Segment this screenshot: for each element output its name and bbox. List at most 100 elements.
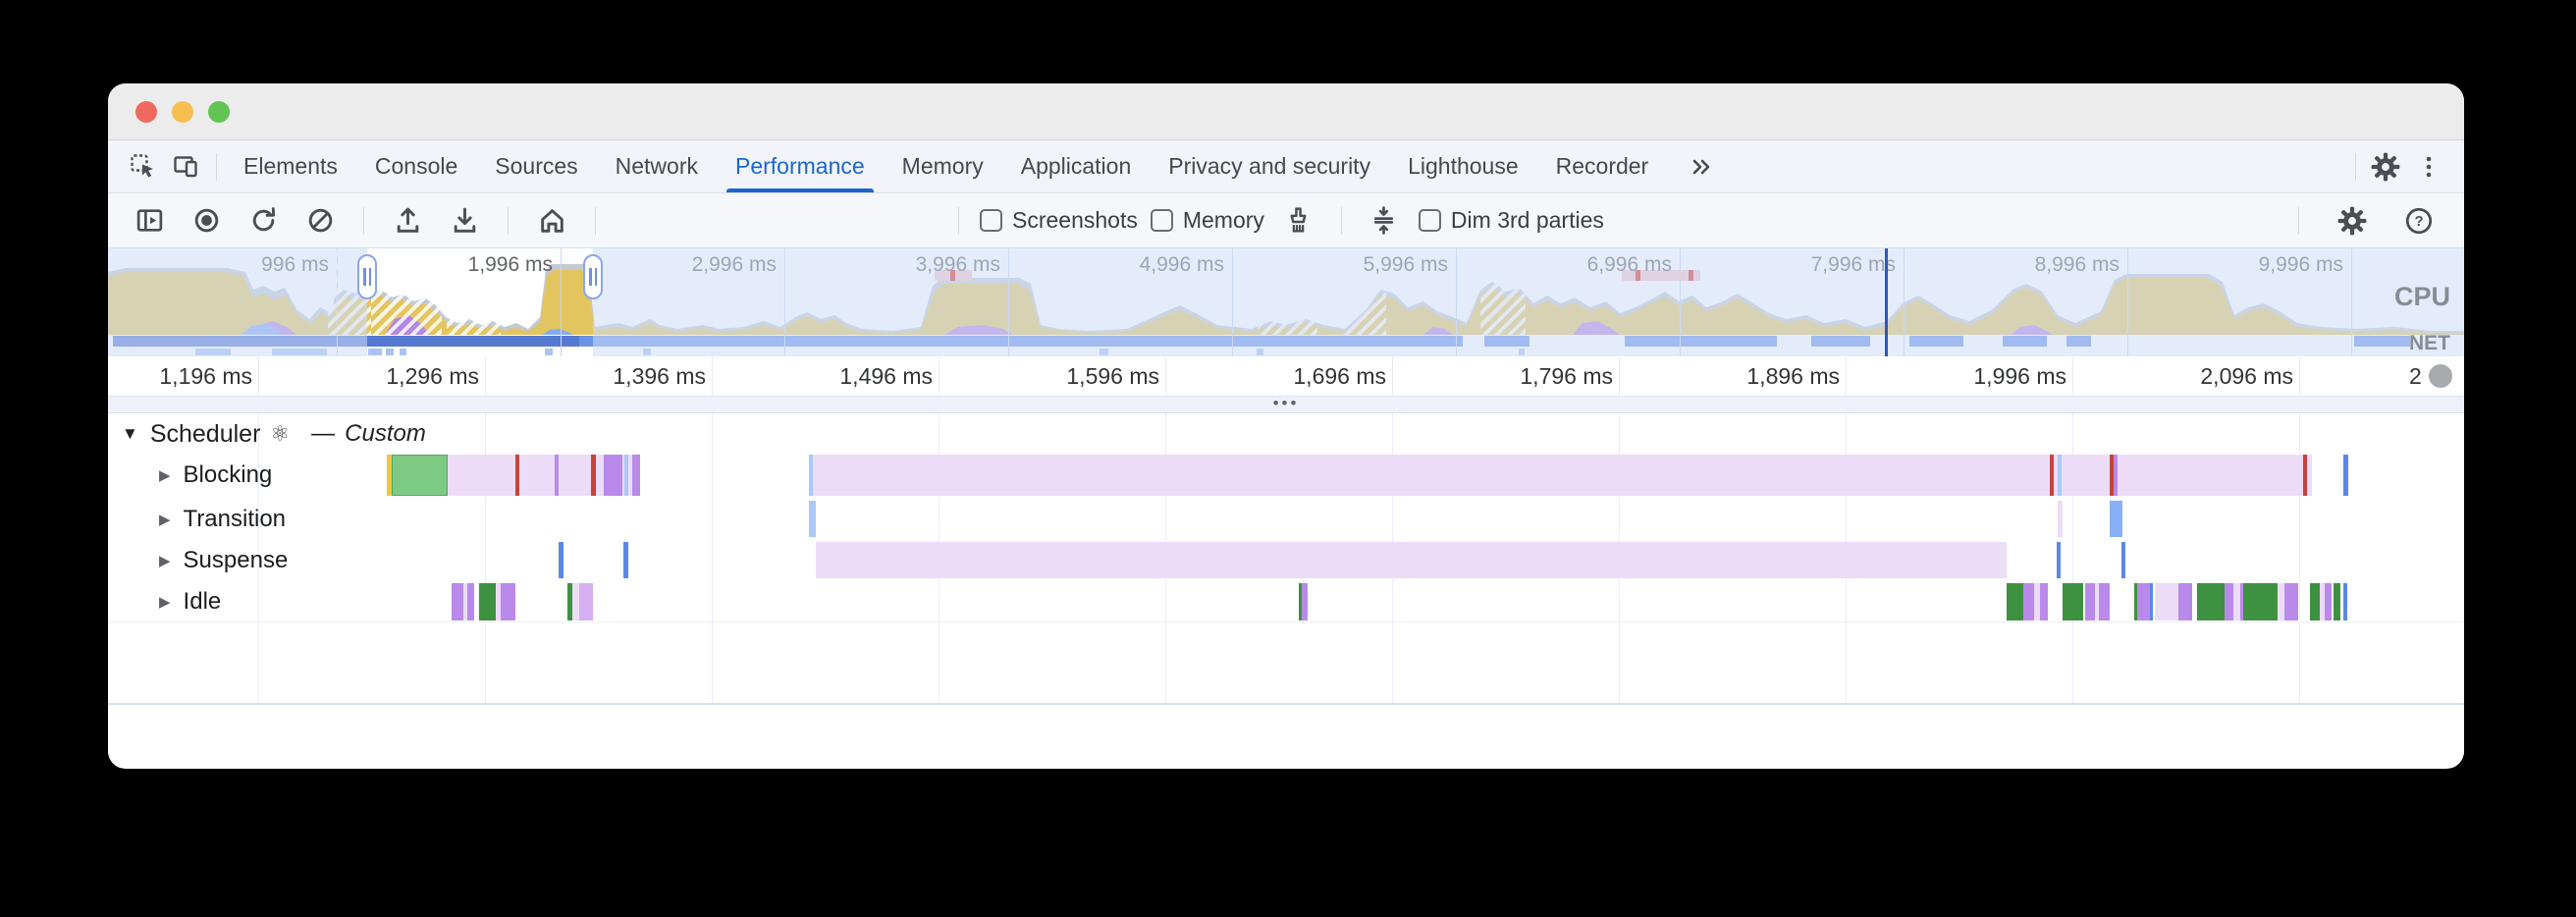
tab-elements[interactable]: Elements (243, 153, 338, 179)
flame-segment[interactable] (2121, 542, 2126, 578)
flame-segment[interactable] (2058, 501, 2064, 537)
expand-triangle-icon[interactable]: ▶ (159, 511, 171, 528)
flame-segment[interactable] (2178, 583, 2193, 620)
track-group-header[interactable]: ▼ Scheduler ⚛ — Custom (122, 417, 426, 451)
help-button[interactable]: ? (2397, 199, 2441, 243)
flame-segment[interactable] (2284, 583, 2299, 620)
record-and-reload-button[interactable] (242, 199, 285, 243)
flame-segment[interactable] (519, 455, 556, 496)
flame-segment[interactable] (809, 455, 814, 496)
flame-segment[interactable] (2094, 583, 2099, 620)
flame-segment[interactable] (2110, 501, 2122, 537)
flame-segment[interactable] (596, 455, 604, 496)
tab-sources[interactable]: Sources (495, 153, 578, 179)
more-tabs-button[interactable] (1667, 140, 1734, 192)
flame-segment[interactable] (2303, 455, 2308, 496)
flame-segment[interactable] (2099, 583, 2111, 620)
timeline-overview[interactable]: 996 ms1,996 ms2,996 ms3,996 ms4,996 ms5,… (108, 248, 2464, 356)
ruler-scroll-thumb[interactable] (2429, 364, 2452, 388)
flame-segment[interactable] (467, 583, 474, 620)
flame-segment[interactable] (2233, 583, 2240, 620)
tab-memory[interactable]: Memory (901, 153, 984, 179)
flame-segment[interactable] (2325, 583, 2333, 620)
flame-segment[interactable] (2243, 583, 2279, 620)
flame-segment[interactable] (2063, 583, 2084, 620)
tab-network[interactable]: Network (615, 153, 698, 179)
flame-segment[interactable] (1298, 583, 1303, 620)
flame-segment[interactable] (632, 455, 640, 496)
flame-segment[interactable] (2058, 455, 2063, 496)
tab-recorder[interactable]: Recorder (1555, 153, 1649, 179)
selection-handle-left[interactable] (357, 254, 377, 299)
overview-playhead[interactable] (1885, 248, 1888, 356)
flame-segment[interactable] (2040, 583, 2048, 620)
flame-segment[interactable] (2240, 583, 2244, 620)
flame-segment[interactable] (809, 501, 816, 537)
flame-segment[interactable] (815, 542, 2007, 578)
track-label-suspense[interactable]: ▶Suspense (159, 542, 288, 578)
tab-privacy-and-security[interactable]: Privacy and security (1168, 153, 1371, 179)
settings-button[interactable] (2364, 145, 2407, 189)
flame-segment[interactable] (2150, 583, 2154, 620)
flame-segment[interactable] (2307, 455, 2312, 496)
flame-segment[interactable] (448, 455, 516, 496)
flame-segment[interactable] (555, 455, 560, 496)
dim-3rd-parties-checkbox[interactable] (1418, 209, 1441, 232)
flame-segment[interactable] (2050, 455, 2055, 496)
flame-segment[interactable] (2320, 583, 2326, 620)
flame-segment[interactable] (2134, 583, 2138, 620)
flame-segment[interactable] (621, 455, 625, 496)
memory-checkbox[interactable] (1150, 209, 1173, 232)
flame-segment[interactable] (2110, 455, 2115, 496)
flame-segment[interactable] (451, 583, 463, 620)
record-button[interactable] (185, 199, 228, 243)
collect-garbage-button[interactable] (1277, 199, 1320, 243)
flame-segment[interactable] (2310, 583, 2321, 620)
close-button[interactable] (135, 101, 157, 123)
flame-segment[interactable] (2062, 455, 2111, 496)
flame-segment[interactable] (559, 542, 564, 578)
screenshots-checkbox[interactable] (980, 209, 1002, 232)
flame-segment[interactable] (2054, 455, 2058, 496)
flame-segment[interactable] (2034, 583, 2040, 620)
flame-segment[interactable] (2137, 583, 2151, 620)
flame-segment[interactable] (591, 455, 597, 496)
memory-checkbox-wrap[interactable]: Memory (1150, 207, 1264, 234)
flame-segment[interactable] (496, 583, 502, 620)
collapse-triangle-icon[interactable]: ▼ (122, 424, 138, 443)
live-metrics-button[interactable] (530, 199, 573, 243)
flame-segment[interactable] (628, 455, 632, 496)
tab-lighthouse[interactable]: Lighthouse (1408, 153, 1519, 179)
clear-button[interactable] (298, 199, 342, 243)
flame-segment[interactable] (579, 583, 593, 620)
flame-segment[interactable] (2334, 583, 2340, 620)
compress-tracks-button[interactable] (1363, 199, 1406, 243)
flame-segment[interactable] (1302, 583, 1309, 620)
track-label-transition[interactable]: ▶Transition (159, 501, 286, 537)
flame-segment[interactable] (501, 583, 516, 620)
flame-segment[interactable] (624, 455, 629, 496)
track-resize-band[interactable]: ••• (108, 394, 2464, 413)
flame-segment[interactable] (515, 455, 520, 496)
tab-console[interactable]: Console (374, 153, 458, 179)
flame-segment[interactable] (603, 455, 622, 496)
download-profile-button[interactable] (443, 199, 486, 243)
flame-segment[interactable] (559, 455, 591, 496)
dim-3rd-parties-checkbox-wrap[interactable]: Dim 3rd parties (1418, 207, 1604, 234)
flame-segment[interactable] (2022, 583, 2034, 620)
expand-triangle-icon[interactable]: ▶ (159, 594, 171, 611)
flame-segment[interactable] (2118, 455, 2304, 496)
upload-profile-button[interactable] (386, 199, 429, 243)
flame-segment[interactable] (2197, 583, 2226, 620)
toggle-sidebar-button[interactable] (128, 199, 171, 243)
flame-segment[interactable] (2278, 583, 2285, 620)
flame-chart[interactable]: ▼ Scheduler ⚛ — Custom ▶Blocking▶Transit… (108, 413, 2464, 703)
flame-segment[interactable] (2343, 583, 2348, 620)
selection-handle-right[interactable] (583, 254, 603, 299)
devtools-menu-button[interactable] (2407, 145, 2450, 189)
flame-segment[interactable] (479, 583, 497, 620)
track-label-idle[interactable]: ▶Idle (159, 583, 221, 620)
zoom-button[interactable] (208, 101, 230, 123)
inspect-element-button[interactable] (122, 145, 165, 189)
tab-application[interactable]: Application (1020, 153, 1132, 179)
